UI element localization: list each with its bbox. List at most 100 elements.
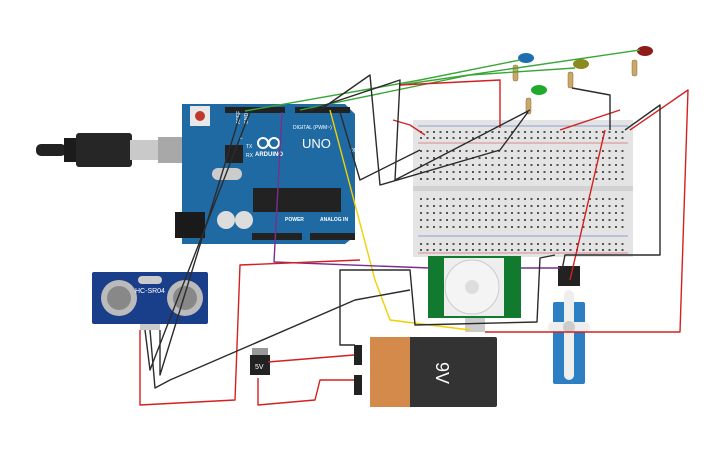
breadboard-hole[interactable] [608, 198, 611, 200]
breadboard-hole[interactable] [563, 157, 565, 159]
breadboard-hole[interactable] [478, 171, 481, 173]
breadboard-hole[interactable] [504, 212, 507, 214]
breadboard-hole[interactable] [472, 131, 474, 133]
breadboard-hole[interactable] [517, 157, 520, 159]
breadboard-hole[interactable] [615, 157, 617, 159]
breadboard-hole[interactable] [595, 137, 598, 139]
breadboard-hole[interactable] [459, 178, 461, 180]
breadboard-hole[interactable] [556, 178, 559, 180]
breadboard-hole[interactable] [426, 131, 429, 133]
breadboard-hole[interactable] [602, 212, 604, 214]
breadboard-hole[interactable] [420, 178, 422, 180]
breadboard-hole[interactable] [517, 226, 520, 228]
breadboard-hole[interactable] [478, 157, 481, 159]
breadboard-hole[interactable] [459, 219, 461, 221]
breadboard-hole[interactable] [556, 131, 559, 133]
breadboard-hole[interactable] [582, 171, 585, 173]
breadboard-hole[interactable] [582, 249, 585, 251]
breadboard-hole[interactable] [550, 249, 552, 251]
breadboard-hole[interactable] [420, 249, 422, 251]
breadboard-hole[interactable] [556, 164, 559, 166]
breadboard-hole[interactable] [465, 219, 468, 221]
breadboard-hole[interactable] [446, 198, 448, 200]
breadboard-hole[interactable] [504, 171, 507, 173]
breadboard-hole[interactable] [569, 164, 572, 166]
breadboard-hole[interactable] [576, 171, 578, 173]
breadboard-hole[interactable] [465, 150, 468, 152]
breadboard-hole[interactable] [491, 131, 494, 133]
breadboard-hole[interactable] [465, 137, 468, 139]
breadboard-hole[interactable] [582, 157, 585, 159]
breadboard-hole[interactable] [459, 157, 461, 159]
breadboard-hole[interactable] [439, 226, 442, 228]
wire-red-7[interactable] [257, 378, 354, 406]
breadboard-hole[interactable] [563, 205, 565, 207]
wire-black-6[interactable] [339, 111, 421, 181]
breadboard-hole[interactable] [485, 178, 487, 180]
breadboard-hole[interactable] [485, 205, 487, 207]
breadboard-hole[interactable] [524, 243, 526, 245]
breadboard-hole[interactable] [569, 171, 572, 173]
breadboard-hole[interactable] [478, 198, 481, 200]
breadboard-hole[interactable] [550, 219, 552, 221]
breadboard-hole[interactable] [485, 137, 487, 139]
breadboard-hole[interactable] [543, 178, 546, 180]
breadboard-hole[interactable] [426, 205, 429, 207]
breadboard-hole[interactable] [426, 171, 429, 173]
breadboard-hole[interactable] [621, 219, 624, 221]
breadboard-hole[interactable] [498, 131, 500, 133]
breadboard-hole[interactable] [478, 137, 481, 139]
breadboard-hole[interactable] [472, 226, 474, 228]
breadboard-hole[interactable] [478, 131, 481, 133]
breadboard-hole[interactable] [465, 171, 468, 173]
breadboard-hole[interactable] [433, 150, 435, 152]
breadboard-hole[interactable] [563, 150, 565, 152]
wire-black-2[interactable] [144, 111, 251, 371]
breadboard-hole[interactable] [530, 198, 533, 200]
breadboard-hole[interactable] [576, 243, 578, 245]
breadboard-hole[interactable] [602, 198, 604, 200]
breadboard-hole[interactable] [478, 249, 481, 251]
breadboard-hole[interactable] [459, 249, 461, 251]
breadboard-hole[interactable] [556, 226, 559, 228]
breadboard-hole[interactable] [556, 219, 559, 221]
breadboard-hole[interactable] [517, 249, 520, 251]
arduino-uno-board[interactable]: AREF GND DIGITAL (PWM~) TX RX L ON ARDUI… [175, 104, 358, 244]
breadboard-hole[interactable] [569, 243, 572, 245]
breadboard-hole[interactable] [524, 131, 526, 133]
breadboard-hole[interactable] [543, 226, 546, 228]
breadboard-hole[interactable] [498, 198, 500, 200]
breadboard-hole[interactable] [524, 137, 526, 139]
breadboard-hole[interactable] [485, 243, 487, 245]
breadboard-hole[interactable] [556, 137, 559, 139]
wire-black-5[interactable] [309, 79, 531, 181]
breadboard-hole[interactable] [504, 243, 507, 245]
breadboard-hole[interactable] [478, 226, 481, 228]
breadboard-hole[interactable] [543, 205, 546, 207]
breadboard-hole[interactable] [569, 205, 572, 207]
breadboard-hole[interactable] [511, 226, 513, 228]
breadboard-hole[interactable] [582, 226, 585, 228]
breadboard-hole[interactable] [472, 198, 474, 200]
breadboard-hole[interactable] [524, 219, 526, 221]
breadboard-hole[interactable] [459, 137, 461, 139]
breadboard-hole[interactable] [530, 219, 533, 221]
breadboard-hole[interactable] [433, 131, 435, 133]
breadboard-hole[interactable] [569, 137, 572, 139]
breadboard-hole[interactable] [530, 150, 533, 152]
breadboard-hole[interactable] [537, 198, 539, 200]
breadboard-hole[interactable] [511, 164, 513, 166]
breadboard-hole[interactable] [517, 164, 520, 166]
breadboard-hole[interactable] [491, 150, 494, 152]
breadboard-hole[interactable] [485, 157, 487, 159]
breadboard-hole[interactable] [537, 212, 539, 214]
breadboard-hole[interactable] [530, 131, 533, 133]
breadboard-hole[interactable] [491, 198, 494, 200]
breadboard-hole[interactable] [615, 205, 617, 207]
breadboard-hole[interactable] [582, 198, 585, 200]
breadboard-hole[interactable] [465, 157, 468, 159]
breadboard-hole[interactable] [459, 205, 461, 207]
breadboard-hole[interactable] [472, 164, 474, 166]
breadboard-hole[interactable] [569, 249, 572, 251]
breadboard-hole[interactable] [459, 131, 461, 133]
